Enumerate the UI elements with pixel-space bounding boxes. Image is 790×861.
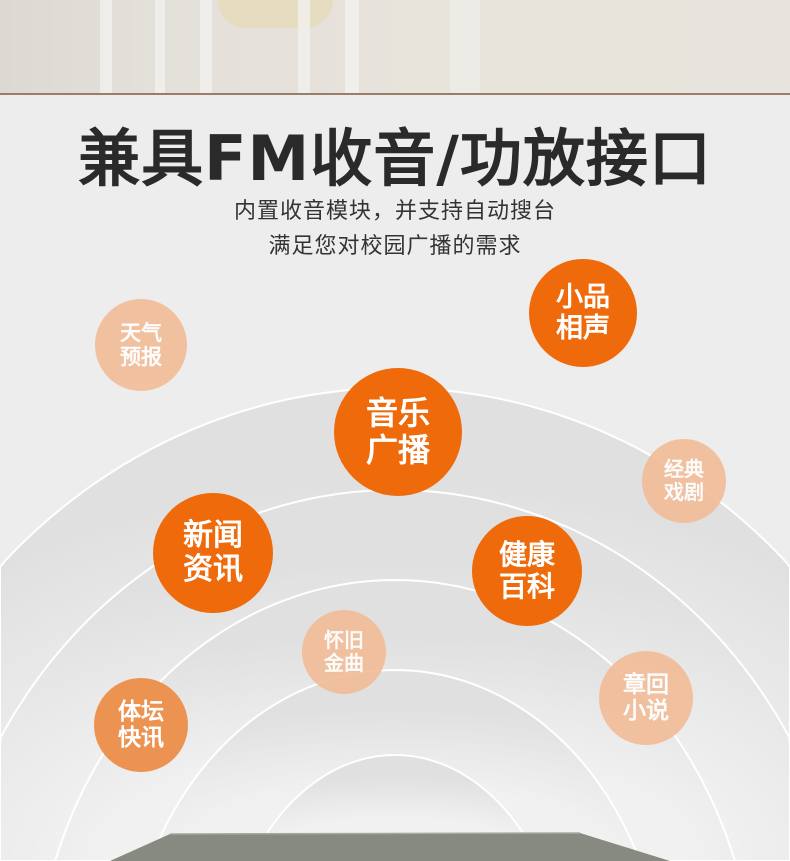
- bubble-weather: 天气 预报: [95, 299, 187, 391]
- page-title: 兼具FM收音/功放接口: [78, 122, 712, 195]
- subtitle-line: 满足您对校园广播的需求: [268, 234, 522, 259]
- bubble-health: 健康 百科: [472, 516, 582, 626]
- bubble-music: 音乐 广播: [334, 368, 462, 496]
- bubble-novel: 章回 小说: [599, 651, 693, 745]
- subtitle-line: 内置收音模块，并支持自动搜台: [233, 199, 556, 224]
- bubble-oldies: 怀旧 金曲: [302, 610, 386, 694]
- bubble-news: 新闻 资讯: [153, 493, 273, 613]
- divider: [0, 93, 790, 95]
- bubble-opera: 经典 戏剧: [642, 439, 726, 523]
- bubble-sports: 体坛 快讯: [94, 678, 188, 772]
- classroom-photo: [0, 0, 790, 93]
- bubble-comedy: 小品 相声: [529, 259, 637, 367]
